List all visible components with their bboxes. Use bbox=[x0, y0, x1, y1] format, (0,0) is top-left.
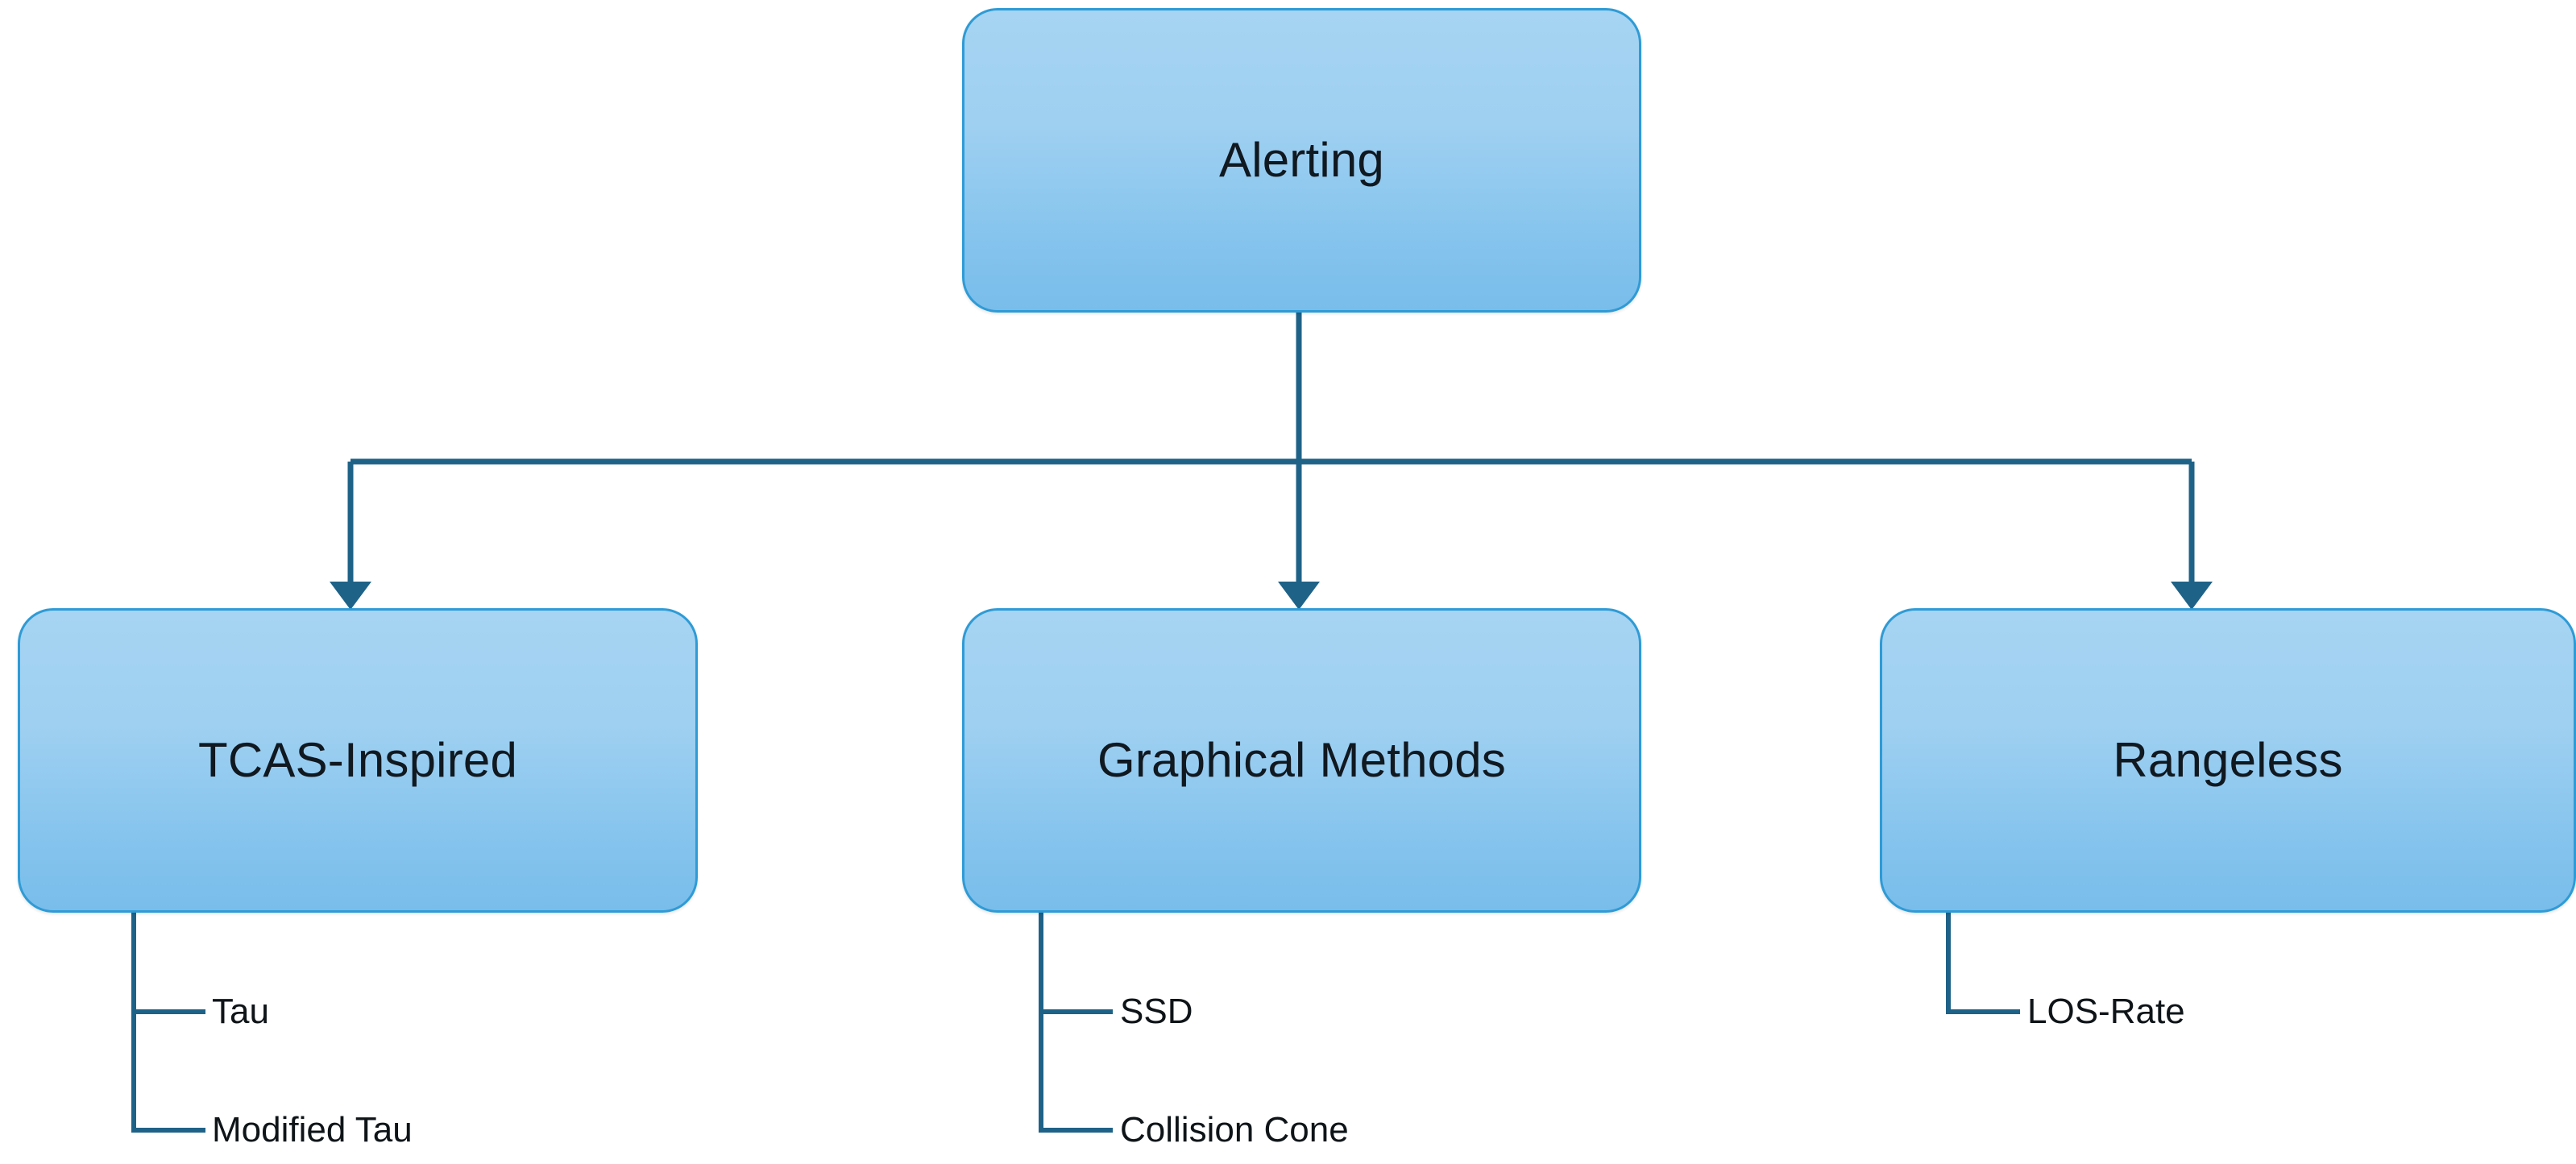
node-tcas-inspired-label: TCAS-Inspired bbox=[197, 733, 518, 787]
arrowhead-right bbox=[2171, 582, 2213, 610]
node-alerting[interactable]: Alerting bbox=[962, 8, 1641, 313]
node-rangeless[interactable]: Rangeless bbox=[1880, 608, 2576, 913]
arrowhead-center bbox=[1278, 582, 1320, 610]
leaf-bracket-right bbox=[1946, 913, 2020, 1014]
leaf-bracket-left bbox=[131, 913, 205, 1133]
node-rangeless-label: Rangeless bbox=[2113, 733, 2343, 787]
node-graphical-methods-label: Graphical Methods bbox=[1097, 733, 1506, 787]
leaf-label-modified-tau: Modified Tau bbox=[212, 1110, 413, 1150]
arrowhead-left bbox=[330, 582, 371, 610]
leaf-bracket-center bbox=[1039, 913, 1113, 1133]
leaf-label-collision-cone: Collision Cone bbox=[1120, 1110, 1349, 1150]
leaf-label-ssd: SSD bbox=[1120, 992, 1193, 1031]
node-tcas-inspired[interactable]: TCAS-Inspired bbox=[18, 608, 698, 913]
leaf-label-los-rate: LOS-Rate bbox=[2027, 992, 2185, 1031]
node-alerting-label: Alerting bbox=[1218, 133, 1385, 187]
leaf-label-tau: Tau bbox=[212, 992, 269, 1031]
node-graphical-methods[interactable]: Graphical Methods bbox=[962, 608, 1641, 913]
